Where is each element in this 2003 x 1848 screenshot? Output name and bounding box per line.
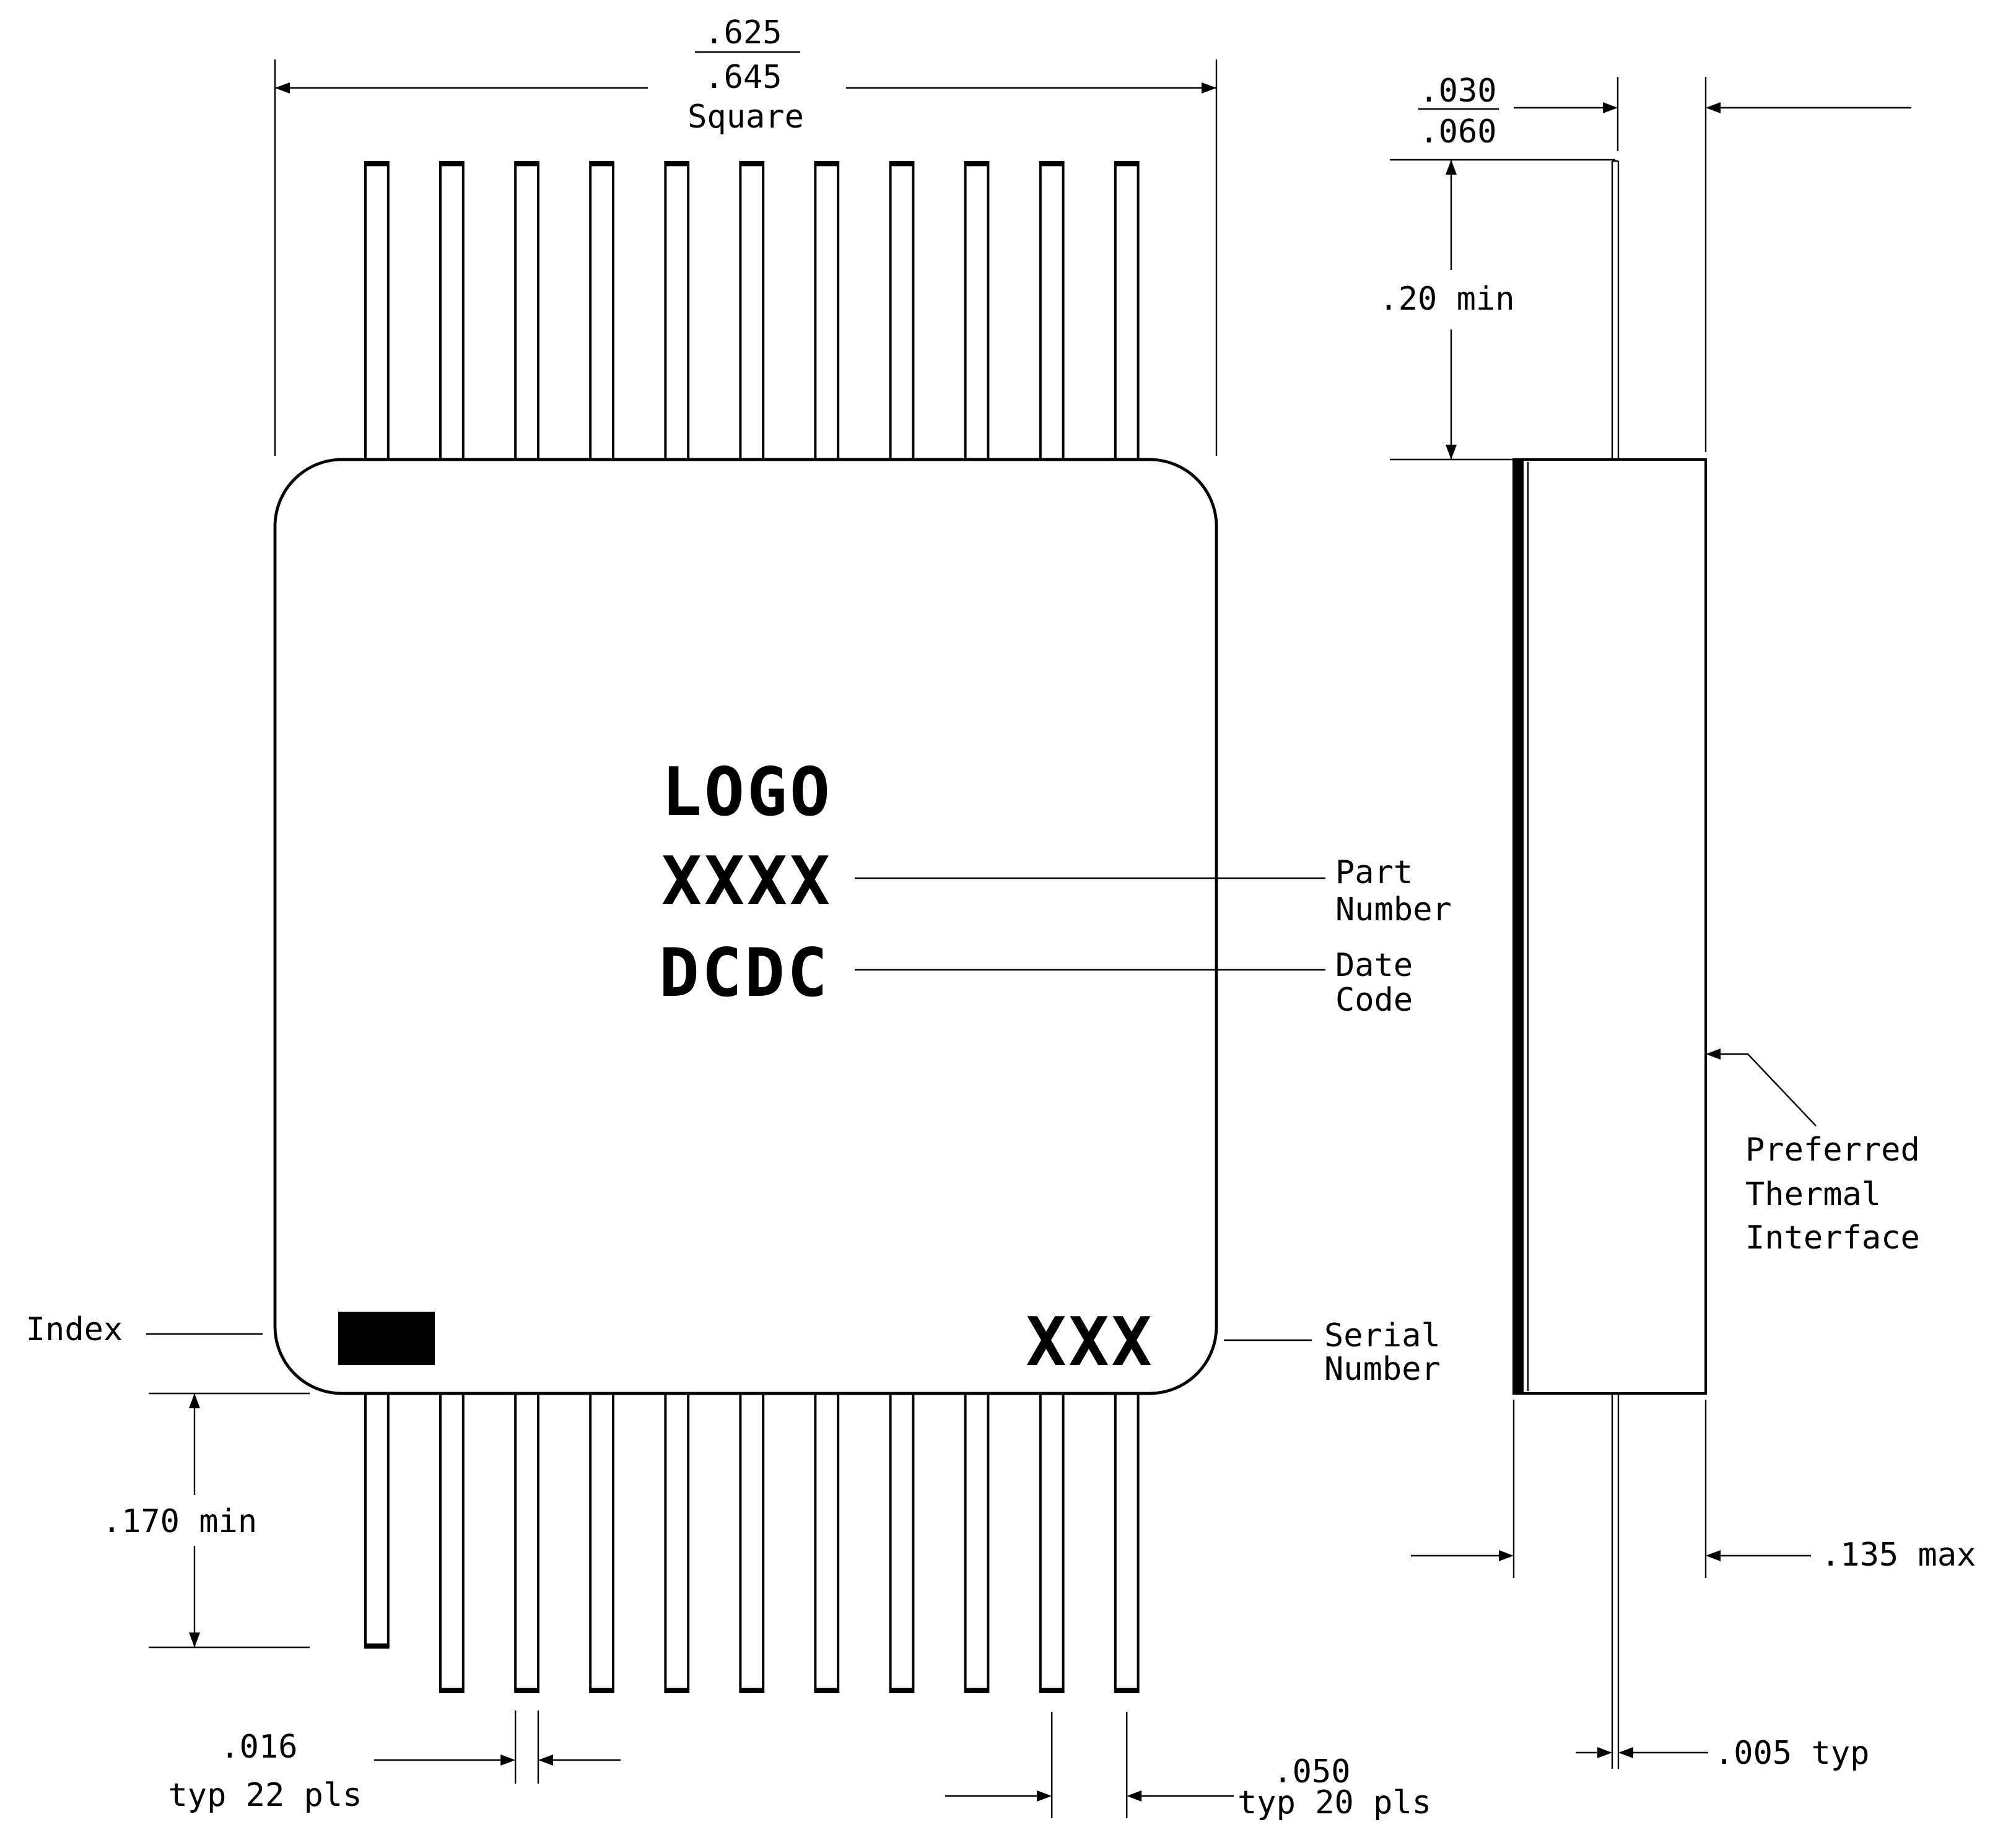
index-mark: [338, 1312, 435, 1365]
top-lead: [964, 161, 990, 461]
lead-length-extension-lines: [149, 1392, 310, 1649]
bottom-leads: [364, 1392, 1140, 1693]
dim-width-min: .645: [704, 59, 782, 96]
dim-thickness-text: .135 max: [1821, 1536, 1976, 1574]
width-extension-lines: [274, 59, 1218, 456]
arrowhead-left-icon: [1127, 1790, 1142, 1802]
arrowhead-right-icon: [1202, 82, 1216, 94]
bottom-lead: [514, 1392, 540, 1693]
bottom-lead: [1039, 1392, 1065, 1693]
top-lead: [814, 161, 840, 461]
arrowhead-down-icon: [1446, 445, 1457, 460]
thermal-label-line2: Thermal: [1745, 1176, 1881, 1213]
dim-lead-width-value: .016: [220, 1728, 297, 1766]
index-label: Index: [26, 1311, 123, 1348]
side-lead-top: [1611, 160, 1620, 460]
dim-lead-width: .016 typ 22 pls: [168, 1711, 621, 1814]
top-lead: [439, 161, 465, 461]
arrowhead-right-icon: [1499, 1550, 1514, 1561]
part-number-marking: XXXX: [661, 843, 832, 920]
arrowhead-left-icon: [1618, 1747, 1633, 1758]
arrowhead-right-icon: [500, 1754, 516, 1766]
part-number-label-line1: Part: [1335, 854, 1413, 891]
bottom-lead: [814, 1392, 840, 1693]
arrowhead-left-icon: [1706, 1048, 1721, 1060]
top-lead: [514, 161, 540, 461]
side-body-outline: [1512, 458, 1707, 1395]
part-number-label-line2: Number: [1335, 891, 1452, 928]
arrowhead-left-icon: [275, 82, 290, 94]
package-body-outline: [273, 458, 1218, 1395]
top-view: LOGO XXXX DCDC XXX: [273, 161, 1218, 1693]
dim-lead-width-note: typ 22 pls: [168, 1777, 362, 1814]
side-view: [1512, 160, 1707, 1769]
arrowhead-right-icon: [1037, 1790, 1052, 1802]
thermal-label-line1: Preferred: [1745, 1131, 1920, 1169]
logo-marking: LOGO: [661, 754, 832, 831]
top-lead: [889, 161, 915, 461]
thickness-extension-lines: [1512, 1400, 1707, 1578]
dim-lead-pitch: .050 typ 20 pls: [945, 1712, 1431, 1821]
dim-lead-thickness: .005 typ: [1576, 1735, 1869, 1772]
dim-lead-extension-text: .20 min: [1379, 281, 1514, 318]
dim-width-note: Square: [687, 98, 804, 136]
arrowhead-right-icon: [1603, 102, 1618, 113]
bottom-lead: [1114, 1392, 1140, 1693]
date-code-label-line2: Code: [1335, 982, 1413, 1019]
dim-body-width: .625 .645 Square: [274, 14, 1218, 456]
bottom-lead: [889, 1392, 915, 1693]
dim-lead-pitch-note: typ 20 pls: [1237, 1784, 1431, 1821]
serial-number-label-line2: Number: [1324, 1351, 1441, 1388]
dim-body-thickness: .135 max: [1411, 1400, 1976, 1578]
arrowhead-up-icon: [1446, 160, 1457, 175]
date-code-label-line1: Date: [1335, 947, 1413, 984]
bottom-lead: [964, 1392, 990, 1693]
thermal-label-line3: Interface: [1745, 1219, 1920, 1257]
top-lead: [739, 161, 765, 461]
dim-lead-extension: .20 min: [1379, 159, 1615, 461]
dim-lead-setback: .030 .060: [1418, 72, 1911, 452]
top-lead: [664, 161, 690, 461]
arrowhead-left-icon: [538, 1754, 553, 1766]
dim-setback-min: .060: [1419, 113, 1496, 150]
dim-lead-length: .170 min: [102, 1392, 310, 1649]
top-lead: [589, 161, 615, 461]
serial-number-label-line1: Serial: [1324, 1317, 1441, 1354]
bottom-lead: [664, 1392, 690, 1693]
thermal-interface-callout: Preferred Thermal Interface: [1706, 1048, 1920, 1257]
thermal-leader-line: [1721, 1053, 1817, 1127]
dim-lead-thickness-text: .005 typ: [1714, 1735, 1869, 1772]
bottom-lead: [439, 1392, 465, 1693]
bottom-lead: [589, 1392, 615, 1693]
arrowhead-down-icon: [189, 1632, 200, 1647]
labels: Index Part Number Date Code Serial Numbe…: [26, 854, 1452, 1388]
dim-lead-length-text: .170 min: [102, 1503, 257, 1540]
arrowhead-right-icon: [1597, 1747, 1612, 1758]
top-lead: [364, 161, 390, 461]
top-lead: [1114, 161, 1140, 461]
lead-pitch-extension-lines: [1051, 1712, 1128, 1818]
top-lead: [1039, 161, 1065, 461]
side-body-left-thick-edge: [1514, 461, 1524, 1392]
dim-setback-max: .030: [1419, 72, 1496, 110]
lead-width-extension-lines: [515, 1711, 539, 1784]
dim-lead-pitch-value: .050: [1273, 1753, 1350, 1790]
arrowhead-left-icon: [1706, 102, 1721, 113]
arrowhead-up-icon: [189, 1393, 200, 1408]
date-code-marking: DCDC: [659, 935, 830, 1012]
serial-marking: XXX: [1026, 1304, 1154, 1381]
top-leads: [364, 161, 1140, 461]
dim-width-max: .625: [704, 14, 782, 51]
setback-extension-lines: [1617, 77, 1707, 452]
arrowhead-left-icon: [1706, 1550, 1721, 1561]
bottom-lead: [739, 1392, 765, 1693]
bottom-lead-min-length: [364, 1392, 390, 1649]
side-lead-bottom: [1611, 1393, 1620, 1769]
bottom-lead-caps: [365, 1643, 1138, 1693]
